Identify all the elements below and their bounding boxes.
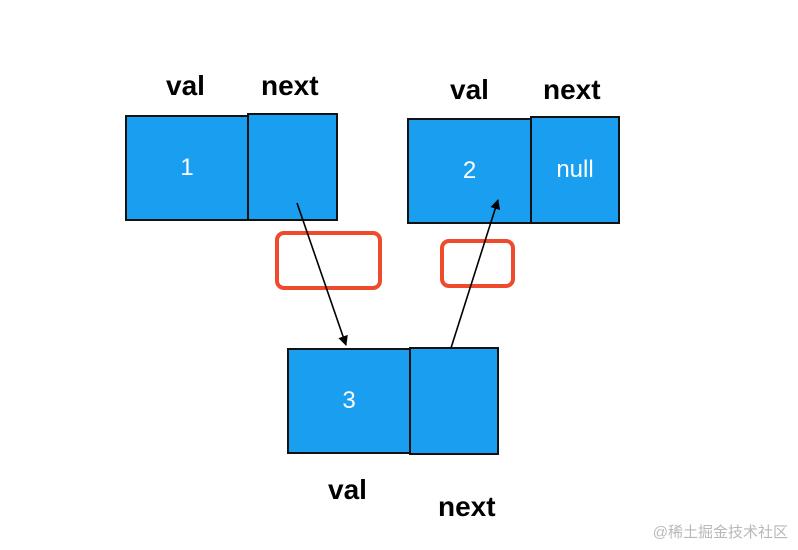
node1-val-label: val <box>166 70 205 101</box>
highlight-box-right <box>440 239 515 288</box>
arrow-node3-to-node2 <box>450 199 501 349</box>
node1-next-label: next <box>261 70 319 101</box>
node3-next-cell <box>409 347 499 455</box>
highlight-box-left <box>275 231 382 290</box>
node3-val-label: val <box>328 474 367 505</box>
watermark-text: @稀土掘金技术社区 <box>652 524 788 541</box>
node2-next-cell: null <box>530 116 620 224</box>
node2-val-cell: 2 <box>407 118 532 224</box>
node3-val-cell: 3 <box>287 348 411 454</box>
node3-next-label: next <box>438 491 496 522</box>
node1-next-cell <box>247 113 338 221</box>
node1-val-cell: 1 <box>125 115 249 221</box>
arrow-node1-to-node3 <box>296 202 348 346</box>
node2-next-label: next <box>543 74 601 105</box>
node2-val-label: val <box>450 74 489 105</box>
